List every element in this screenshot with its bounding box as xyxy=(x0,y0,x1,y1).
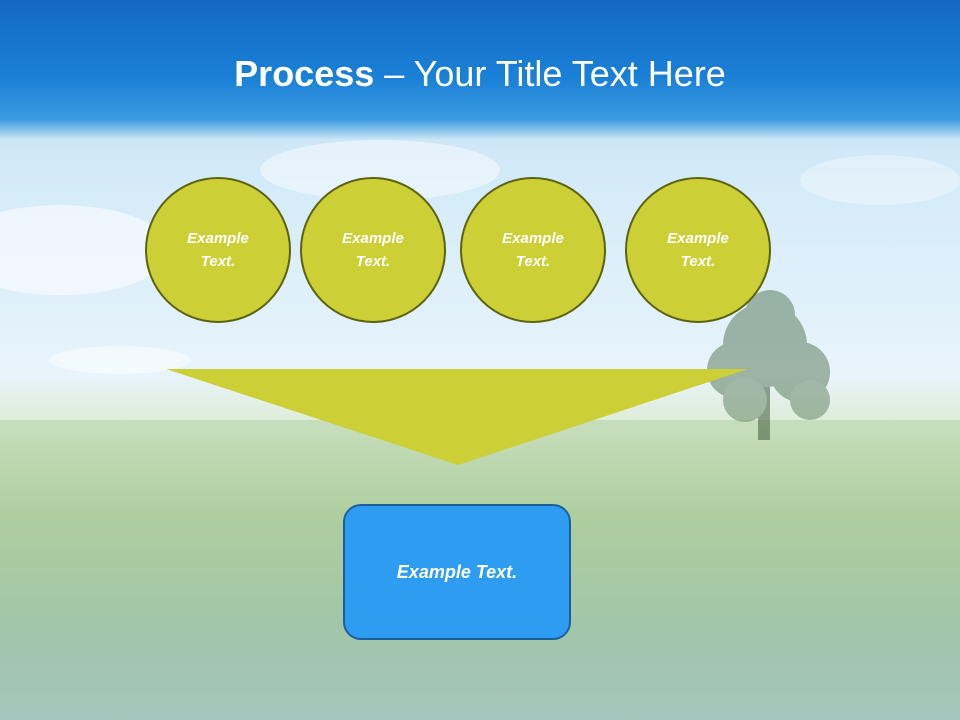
title-rest: – Your Title Text Here xyxy=(374,53,726,94)
step-circle-1: Example Text. xyxy=(145,177,291,323)
cloud xyxy=(260,140,500,200)
funnel-triangle xyxy=(166,369,748,465)
header-banner xyxy=(0,0,960,140)
tree-icon xyxy=(707,290,830,440)
step-circle-2: Example Text. xyxy=(300,177,446,323)
step-circle-3: Example Text. xyxy=(460,177,606,323)
cloud xyxy=(0,205,170,295)
step-label: Example Text. xyxy=(667,230,729,270)
title-bold: Process xyxy=(234,53,375,94)
cloud xyxy=(800,155,960,205)
step-label: Example Text. xyxy=(502,230,564,270)
slide-title: Process – Your Title Text Here xyxy=(0,52,960,96)
result-label: Example Text. xyxy=(396,561,518,582)
step-circle-4: Example Text. xyxy=(625,177,771,323)
result-box: Example Text. xyxy=(343,504,571,640)
cloud xyxy=(50,346,190,374)
step-label: Example Text. xyxy=(342,230,404,270)
step-label: Example Text. xyxy=(187,230,249,270)
